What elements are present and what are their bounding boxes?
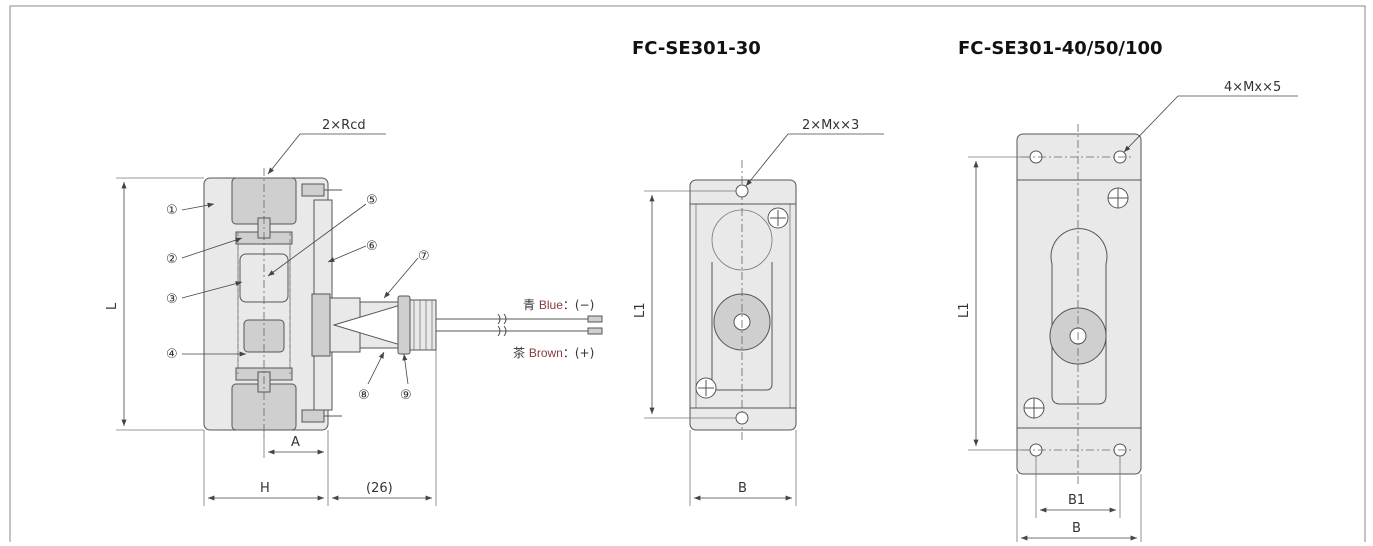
wire-tip-brown: [587, 327, 603, 335]
callout-5: ⑤: [366, 193, 378, 208]
fc30-dim-B: B: [738, 481, 747, 496]
fc40-dim-B: B: [1072, 521, 1081, 536]
fc40-screw-upper: [1107, 187, 1129, 209]
dim-L: L: [105, 302, 120, 310]
rcd-label: 2×Rcd: [322, 118, 366, 133]
screw-lower: [301, 409, 325, 423]
fc30-screw-lower: [695, 377, 717, 399]
fc30-hole-top: [735, 184, 749, 198]
fc30-mount-label: 2×Mx×3: [802, 118, 859, 133]
fc40-body: [1016, 133, 1142, 475]
callout-1: ①: [166, 203, 178, 218]
fc30-dim-L1: L1: [633, 302, 648, 318]
callout-3: ③: [166, 292, 178, 307]
fc40-title: FC-SE301-40/50/100: [958, 38, 1163, 59]
callout-4: ④: [166, 347, 178, 362]
callout-2: ②: [166, 252, 178, 267]
wire-blue-label: 青 Blue：(−): [523, 298, 594, 312]
fc-se301-40-view: FC-SE301-40/50/100 4×Mx×5 L1: [957, 38, 1298, 546]
connector-base: [311, 293, 331, 357]
dim-A: A: [291, 435, 300, 450]
float: [239, 253, 289, 303]
callout-8: ⑧: [358, 388, 370, 403]
lock-ring: [397, 295, 411, 355]
fc30-hole-bottom: [735, 411, 749, 425]
fc30-title: FC-SE301-30: [632, 38, 761, 59]
callout-9: ⑨: [400, 388, 412, 403]
fc30-screw-upper: [767, 207, 789, 229]
wire-tip-blue: [587, 315, 603, 323]
callout-6: ⑥: [366, 239, 378, 254]
callout-7: ⑦: [418, 249, 430, 264]
fc40-dim-L1: L1: [957, 302, 972, 318]
outer-border: [9, 5, 1366, 546]
fc40-screw-lower: [1023, 397, 1045, 419]
screw-upper: [301, 183, 325, 197]
side-view: 2×Rcd ① ② ③ ④ ⑤ ⑥ ⑦ ⑧ ⑨ 青 Blue：(−) 茶 Bro…: [105, 118, 603, 506]
fc40-mount-label: 4×Mx×5: [1224, 80, 1281, 95]
fc-se301-30-view: FC-SE301-30 2×Mx×3 L1: [632, 38, 884, 506]
dim-26: (26): [366, 481, 393, 496]
fc40-dim-B1: B1: [1068, 493, 1085, 508]
wire-brown-label: 茶 Brown：(+): [513, 345, 594, 360]
dim-H: H: [260, 481, 270, 496]
